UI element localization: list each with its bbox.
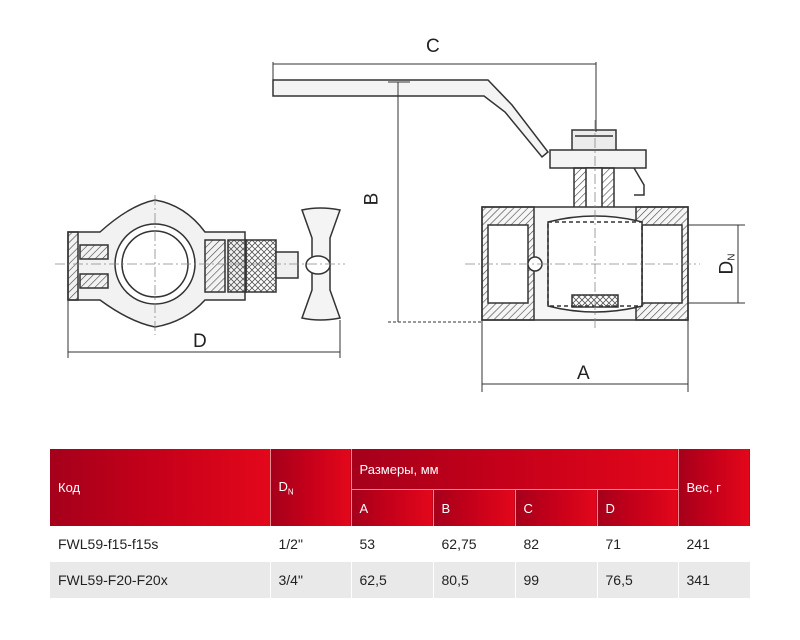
header-sizes: Размеры, мм: [350, 449, 678, 490]
cell-dn: 1/2": [269, 526, 351, 562]
cell-a: 62,5: [350, 562, 433, 598]
cell-code: FWL59-F20-F20x: [50, 562, 270, 598]
cell-b: 62,75: [432, 526, 515, 562]
dimension-d: [67, 300, 341, 358]
dimension-label-b: B: [361, 192, 383, 206]
dimension-label-a: A: [577, 363, 590, 384]
cell-d: 71: [596, 526, 678, 562]
dimension-a: [481, 320, 689, 392]
cell-c: 99: [514, 562, 597, 598]
header-c: C: [514, 489, 597, 526]
cell-c: 82: [514, 526, 597, 562]
header-dn: DN: [269, 449, 351, 526]
table-subheader-row: A B C D: [50, 489, 750, 526]
front-view: [272, 79, 700, 330]
table-header-row: Код DN Размеры, мм Вес, г: [50, 449, 750, 526]
valve-drawing-svg: [55, 62, 745, 392]
cell-weight: 241: [677, 526, 750, 562]
dimension-c: [272, 62, 597, 132]
cell-weight: 341: [677, 562, 750, 598]
side-view: [55, 195, 345, 335]
header-a: A: [350, 489, 433, 526]
valve-drawing: C B D A DN: [55, 36, 745, 392]
header-code: Код: [50, 449, 270, 526]
cell-code: FWL59-f15-f15s: [58, 536, 159, 552]
table-row: FWL59-F20-F20x 3/4" 62,5 80,5 99 76,5 34…: [50, 562, 750, 598]
header-d: D: [596, 489, 678, 526]
table-row: FWL59-f15-f15s 1/2" 53 62,75 82 71 241: [50, 526, 750, 562]
dimension-dn: [688, 224, 745, 304]
cell-dn: 3/4": [269, 562, 351, 598]
cell-a: 53: [350, 526, 433, 562]
dimension-label-c: C: [426, 36, 440, 57]
cell-b: 80,5: [432, 562, 515, 598]
header-b: B: [432, 489, 515, 526]
spec-table: Код DN Размеры, мм Вес, г A B C D FWL59-…: [50, 449, 750, 598]
dimension-label-d: D: [193, 331, 207, 352]
dimension-b: [388, 81, 482, 323]
cell-d: 76,5: [596, 562, 678, 598]
header-weight: Вес, г: [677, 449, 750, 526]
dimension-label-dn: DN: [716, 253, 738, 275]
